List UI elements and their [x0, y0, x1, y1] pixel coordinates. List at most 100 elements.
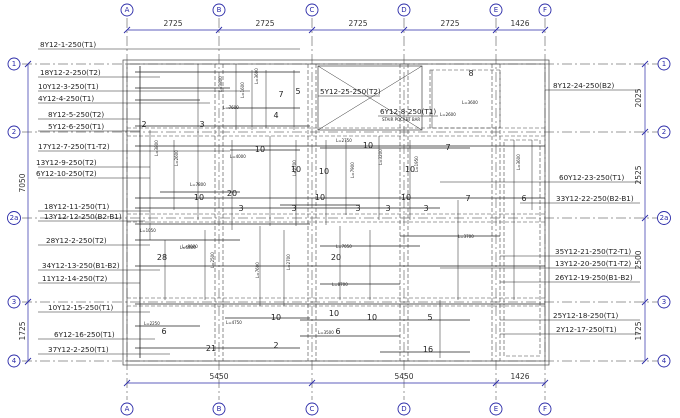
- bar-count: 10: [291, 165, 301, 174]
- callout-leaders: [38, 48, 640, 355]
- callout-center-2: 6Y12-8-250(T1): [380, 107, 436, 116]
- bar-count: 2: [141, 120, 146, 129]
- bar-length-tag: L=5800: [180, 245, 196, 250]
- dimension-chain-right: 2025 2525 2500 1725: [634, 60, 649, 365]
- slab-outline: [122, 59, 550, 366]
- bar-count: 4: [273, 111, 278, 120]
- vertical-bars: [139, 64, 533, 358]
- grid-axes: [22, 18, 658, 400]
- axis-label-top-B: B: [217, 6, 222, 14]
- callout-left-2: 18Y12-2-250(T2): [40, 68, 101, 77]
- dim-right-2: 2525: [634, 165, 643, 184]
- bar-count: 10: [255, 145, 265, 154]
- bar-length-tag: L=2250: [144, 321, 160, 326]
- bar-length-tag: L=7900: [350, 162, 355, 178]
- callout-left-10: 18Y12-11-250(T1): [44, 202, 110, 211]
- bar-counts: 2 3 5 10 10 20 7 6 28 20 10 10 10 10 10 …: [141, 69, 526, 354]
- bar-length-tags: L=3800 L=7600 L=7800 L=1600 L=3600 L=260…: [140, 68, 521, 335]
- callout-right-6: 26Y12-19-250(B1-B2): [555, 273, 633, 282]
- axis-bubbles-bottom: A B C D E F: [120, 402, 552, 416]
- callout-left-14: 11Y12-14-250(T2): [42, 274, 108, 283]
- callout-left-3: 10Y12-3-250(T1): [38, 82, 99, 91]
- callout-left-6: 5Y12-6-250(T1): [48, 122, 104, 131]
- bar-count: 2: [273, 341, 278, 350]
- callout-left-8: 13Y12-9-250(T2): [36, 158, 97, 167]
- bar-count: 6: [521, 194, 526, 203]
- bar-length-tag: L=1600: [240, 82, 245, 98]
- dim-top-5: 1426: [510, 19, 529, 28]
- callout-left-15: 10Y12-15-250(T1): [48, 303, 114, 312]
- bar-count: 7: [465, 194, 470, 203]
- axis-label-bottom-D: D: [401, 405, 406, 413]
- axis-label-left-3: 3: [12, 298, 16, 306]
- bar-length-tag: L=7600: [255, 262, 260, 278]
- axis-label-left-2a: 2a: [10, 214, 19, 222]
- bar-count: 21: [206, 344, 216, 353]
- bar-length-tag: L=4750: [226, 320, 242, 325]
- dim-top-1: 2725: [163, 19, 182, 28]
- callout-left-5: 8Y12-5-250(T2): [48, 110, 104, 119]
- bar-length-tag: L=7800: [190, 182, 206, 187]
- bar-count: 20: [227, 189, 237, 198]
- bar-length-tag: L=3600: [516, 154, 521, 170]
- bar-length-tag: L=3600: [462, 100, 478, 105]
- bar-length-tag: L=2600: [440, 112, 456, 117]
- bar-count: 10: [405, 165, 415, 174]
- bar-length-tag: L=7050: [336, 244, 352, 249]
- callout-left-7: 17Y12-7-250(T1-T2): [38, 142, 110, 151]
- bar-length-tag: L=2500: [210, 252, 215, 268]
- bar-count: 16: [423, 345, 433, 354]
- bar-count: 6: [335, 327, 340, 336]
- bar-length-tag: L=7600: [223, 105, 239, 110]
- bar-count: 8: [468, 69, 473, 78]
- axis-label-left-4: 4: [12, 357, 17, 365]
- axis-bubbles-top: A B C D E F: [120, 3, 552, 17]
- dimension-chain-bottom: 5450 5450 1426: [123, 372, 549, 387]
- callout-left-4: 4Y12-4-250(T1): [38, 94, 94, 103]
- axis-label-bottom-B: B: [217, 405, 222, 413]
- callout-left-13: 34Y12-13-250(B1-B2): [42, 261, 120, 270]
- bar-length-tag: L=3800: [218, 76, 223, 92]
- axis-label-bottom-A: A: [125, 405, 130, 413]
- callout-right-1: 8Y12-24-250(B2): [553, 81, 614, 90]
- bar-count: 5: [427, 313, 432, 322]
- bar-length-tag: L=1050: [140, 228, 156, 233]
- bar-count: 5: [295, 87, 300, 96]
- axis-bubbles-right: 1 2 2a 3 4: [657, 57, 671, 368]
- bar-count: 3: [238, 204, 243, 213]
- dim-top-2: 2725: [255, 19, 274, 28]
- bar-length-tag: L=1950: [414, 156, 419, 172]
- callouts-left: 8Y12-1-250(T1) 18Y12-2-250(T2) 10Y12-3-2…: [36, 40, 122, 354]
- callout-right-4: 35Y12-21-250(T2-T1): [555, 247, 631, 256]
- bar-length-tag: L=4000: [230, 154, 246, 159]
- callout-right-3: 33Y12-22-250(B2-B1): [556, 194, 634, 203]
- bar-count: 10: [367, 313, 377, 322]
- axis-bubbles-left: 1 2 2a 3 4: [7, 57, 21, 368]
- callout-center-1: 5Y12-25-250(T2): [320, 87, 381, 96]
- bar-count: 10: [363, 141, 373, 150]
- axis-label-top-C: C: [310, 6, 315, 14]
- axis-label-top-D: D: [401, 6, 406, 14]
- bar-length-tag: L=2700: [286, 254, 291, 270]
- bar-count: 10: [315, 193, 325, 202]
- callout-left-9: 6Y12-10-250(T2): [36, 169, 97, 178]
- bar-count: 3: [385, 204, 390, 213]
- bar-length-tag: L=3600: [254, 68, 259, 84]
- dim-right-3: 2500: [634, 250, 643, 269]
- axis-label-right-2a: 2a: [660, 214, 669, 222]
- dim-bottom-1: 5450: [209, 372, 228, 381]
- callout-left-1: 8Y12-1-250(T1): [40, 40, 96, 49]
- bar-length-tag: L=2750: [336, 138, 352, 143]
- dim-right-1: 2025: [634, 88, 643, 107]
- bar-length-tag: L=3500: [318, 330, 334, 335]
- bar-length-tag: L=2600: [174, 150, 179, 166]
- bar-length-tag: L=9000: [182, 244, 198, 249]
- callout-left-12: 28Y12-2-250(T2): [46, 236, 107, 245]
- dim-top-4: 2725: [440, 19, 459, 28]
- bar-count: 7: [278, 90, 283, 99]
- axis-label-top-E: E: [494, 6, 498, 14]
- callout-left-11: 13Y12-12-250(B2-B1): [44, 212, 122, 221]
- callout-right-7: 25Y12-18-250(T1): [553, 311, 619, 320]
- stair-opening: [317, 65, 423, 131]
- bar-length-tag: L=8700: [332, 282, 348, 287]
